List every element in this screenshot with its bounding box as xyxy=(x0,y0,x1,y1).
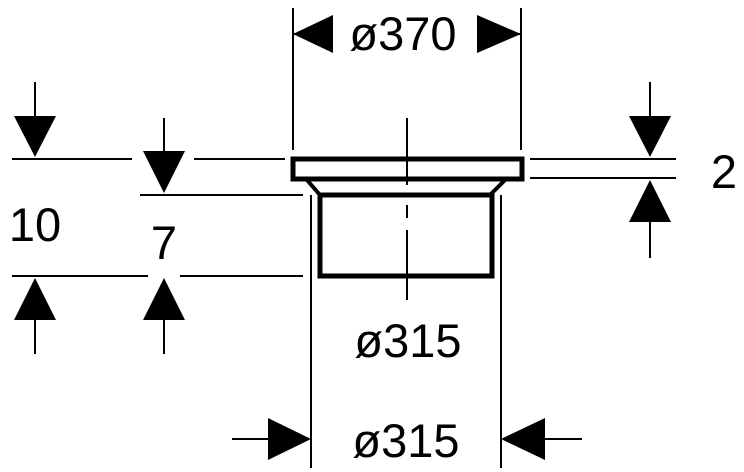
arrow-bottom-left xyxy=(268,418,311,460)
flange-thickness-label: 2 xyxy=(711,145,737,198)
arrow-top-left xyxy=(293,15,333,53)
top-diameter-label: ø370 xyxy=(349,7,456,60)
arrow-right-flange-bottom xyxy=(629,180,671,222)
inner-diameter-label: ø315 xyxy=(354,314,461,367)
dimension-lines xyxy=(34,33,651,440)
arrow-left-overall-bottom xyxy=(14,278,56,320)
arrow-left-spigot-top xyxy=(143,151,185,193)
arrow-right-flange-top xyxy=(629,116,671,157)
arrowheads xyxy=(14,15,671,460)
arrow-bottom-right xyxy=(501,418,545,460)
extension-lines xyxy=(12,8,676,468)
arrow-left-spigot-bottom xyxy=(143,278,185,320)
spigot-height-label: 7 xyxy=(151,216,177,269)
arrow-left-overall-top xyxy=(14,116,56,157)
outer-diameter-label: ø315 xyxy=(352,414,459,467)
overall-height-label: 10 xyxy=(9,198,61,251)
arrow-top-right xyxy=(477,15,521,53)
